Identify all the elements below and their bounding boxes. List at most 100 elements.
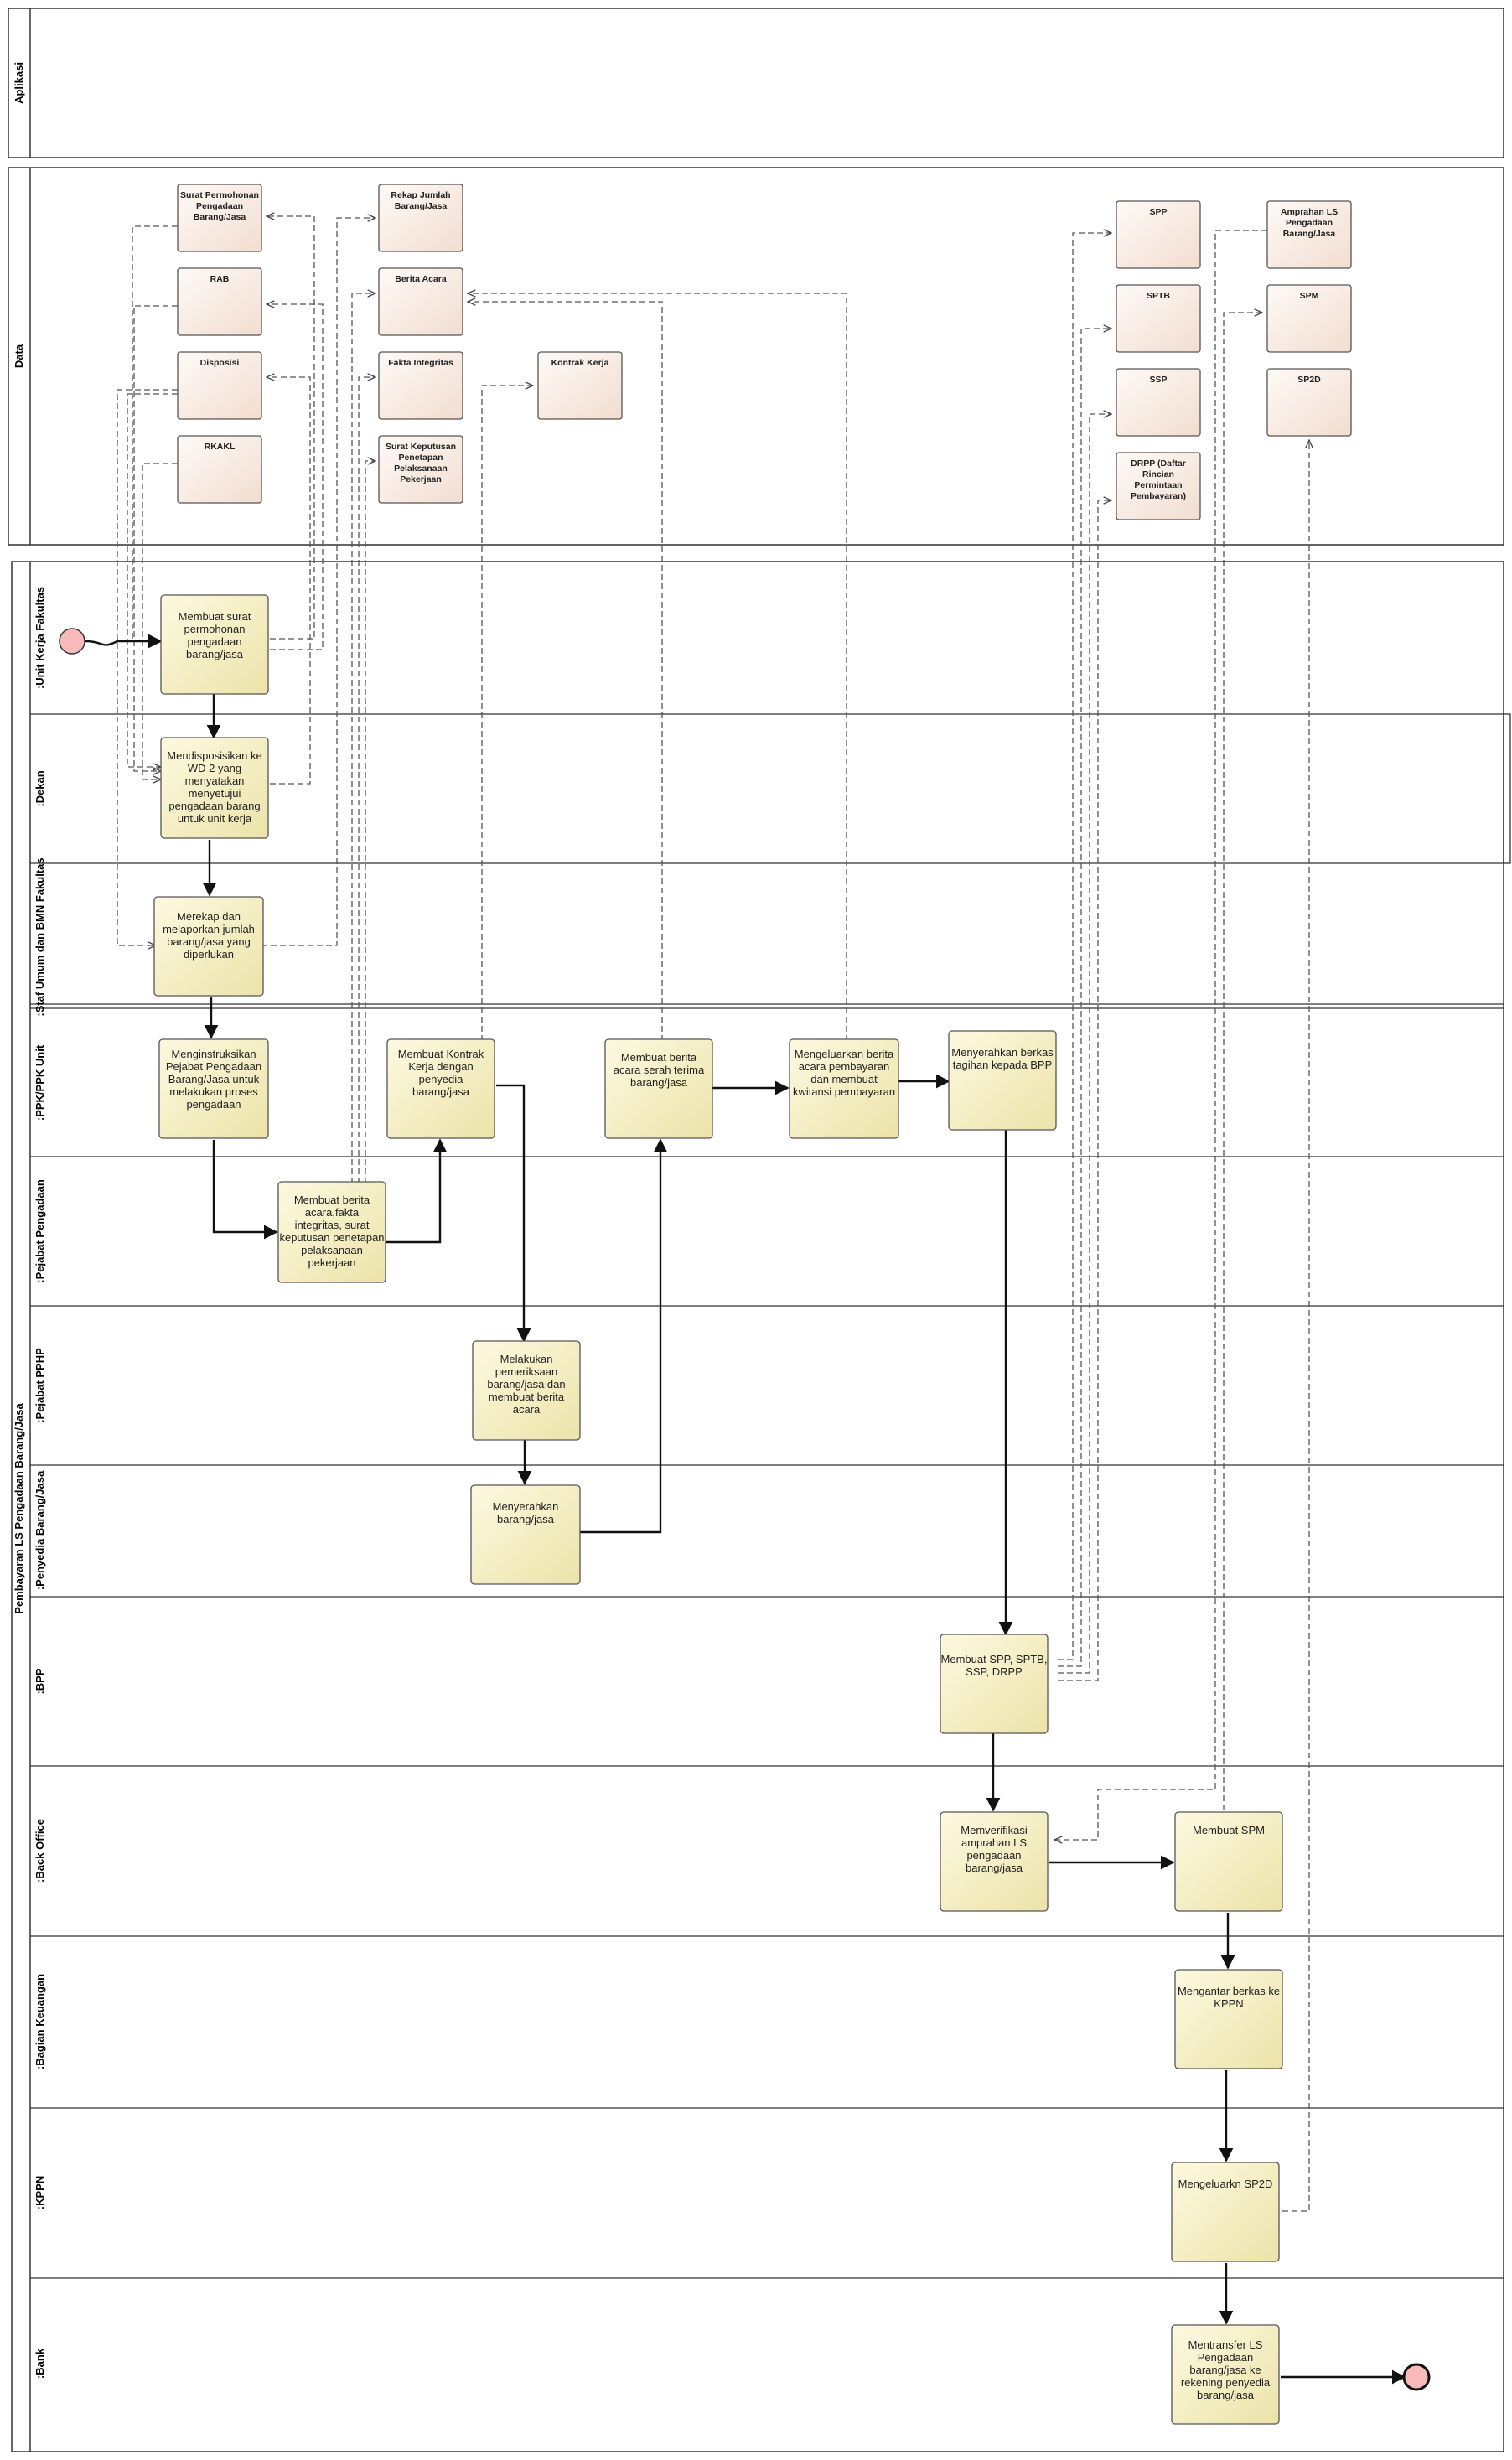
data-berita-acara-shape	[378, 267, 463, 336]
task-menginstruksikan-shape	[158, 1038, 269, 1139]
data-rkakl[interactable]: RKAKL	[177, 435, 262, 504]
task-buat-kontrak-shape	[386, 1038, 495, 1139]
data-kontrak-kerja-shape	[537, 351, 623, 420]
task-antar-berkas-shape	[1174, 1969, 1283, 2069]
lane-unit-kerja-label: :Unit Kerja Fakultas	[34, 587, 46, 689]
data-fakta-integritas-label: Fakta Integritas	[388, 358, 453, 368]
data-rkakl-label: RKAKL	[205, 442, 236, 452]
data-berita-acara-label: Berita Acara	[395, 274, 447, 284]
lane-pejabat-pengadaan-label: :Pejabat Pengadaan	[34, 1179, 46, 1283]
task-mendisposisikan-shape	[160, 737, 269, 839]
lane-labels: :Unit Kerja Fakultas :Dekan :Staf Umum d…	[34, 587, 46, 2379]
data-sp2d[interactable]: SP2D	[1266, 368, 1352, 437]
data-ssp[interactable]: SSP	[1116, 368, 1201, 437]
data-ssp-label: SSP	[1149, 375, 1167, 385]
data-disposisi[interactable]: Disposisi	[177, 351, 262, 420]
task-berita-acara-serah-terima-shape	[604, 1038, 713, 1139]
pool-process-label: Pembayaran LS Pengadaan Barang/Jasa	[13, 1403, 25, 1614]
task-buat-spm-shape	[1174, 1811, 1283, 1912]
task-merekap-shape	[153, 896, 264, 997]
data-sptb-shape	[1116, 284, 1201, 353]
task-verifikasi-amprahan-shape	[940, 1811, 1049, 1912]
data-sp2d-shape	[1266, 368, 1352, 437]
pool-process: Pembayaran LS Pengadaan Barang/Jasa	[11, 561, 1504, 2452]
task-buat-spm[interactable]: Membuat SPM	[1174, 1811, 1283, 1912]
task-keluarkan-sp2d-label: Mengeluarkn SP2D	[1178, 2178, 1273, 2190]
task-keluarkan-sp2d[interactable]: Mengeluarkn SP2D	[1171, 2162, 1280, 2262]
data-kontrak-kerja[interactable]: Kontrak Kerja	[537, 351, 623, 420]
lane-staf-umum-label-text: :Staf Umum dan BMN Fakultas	[34, 857, 46, 1016]
lane-separators	[30, 713, 1504, 2279]
data-sptb-label: SPTB	[1147, 291, 1170, 301]
data-spp-label: SPP	[1149, 207, 1167, 217]
data-berita-acara[interactable]: Berita Acara	[378, 267, 463, 336]
data-rab-shape	[177, 267, 262, 336]
task-buat-berita-acara-shape	[277, 1181, 386, 1283]
data-drpp-shape	[1116, 452, 1201, 520]
task-menyerahkan-barang-shape	[470, 1484, 581, 1585]
end-event[interactable]	[1402, 2363, 1431, 2391]
start-event[interactable]	[59, 628, 85, 655]
associations	[117, 216, 1309, 2212]
data-surat-permohonan-shape	[177, 184, 262, 252]
data-spm-label: SPM	[1300, 291, 1319, 301]
task-transfer-shape	[1171, 2324, 1280, 2425]
data-spp[interactable]: SPP	[1116, 200, 1201, 269]
data-spm[interactable]: SPM	[1266, 284, 1352, 353]
data-sptb[interactable]: SPTB	[1116, 284, 1201, 353]
lane-staf-umum-label: :Staf Umum dan BMN Fakultas	[34, 857, 46, 1016]
pool-aplikasi-label: Aplikasi	[13, 62, 25, 104]
data-rab[interactable]: RAB	[177, 267, 262, 336]
lane-bagian-keuangan-label: :Bagian Keuangan	[34, 1974, 46, 2069]
data-disposisi-label: Disposisi	[200, 358, 240, 368]
data-fakta-integritas-shape	[378, 351, 463, 420]
lane-kppn-label: :KPPN	[34, 2176, 46, 2209]
lane-penyedia-label: :Penyedia Barang/Jasa	[34, 1470, 46, 1590]
data-fakta-integritas[interactable]: Fakta Integritas	[378, 351, 463, 420]
lane-dekan-extension	[1503, 713, 1511, 864]
data-spm-shape	[1266, 284, 1352, 353]
task-buat-spp[interactable]: Membuat SPP, SPTB,SSP, DRPP	[940, 1634, 1049, 1734]
lane-back-office-label: :Back Office	[34, 1819, 46, 1883]
data-kontrak-kerja-label: Kontrak Kerja	[551, 358, 609, 368]
lane-pejabat-pphp-label: :Pejabat PPHP	[34, 1348, 46, 1423]
task-pemeriksaan-shape	[472, 1340, 581, 1441]
data-sp2d-label: SP2D	[1297, 375, 1321, 385]
